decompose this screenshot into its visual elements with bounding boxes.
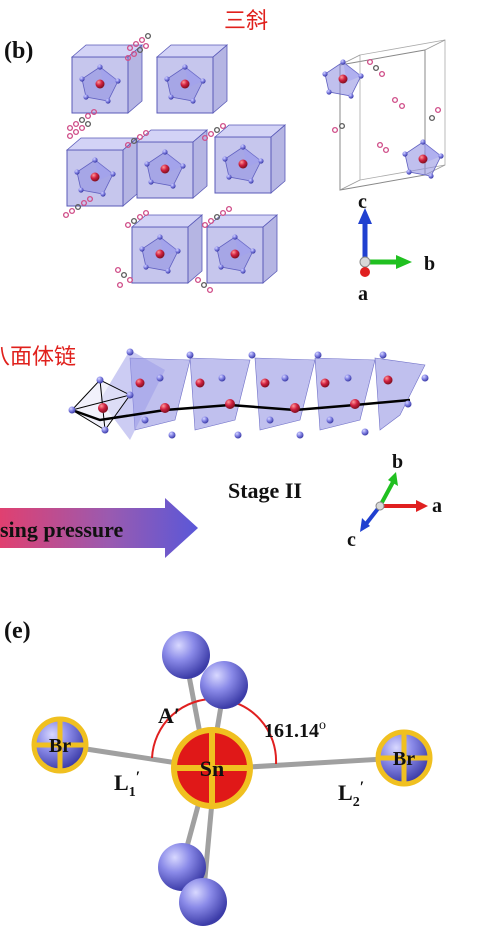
- axis-stage-c-label: c: [347, 529, 356, 551]
- axis-b-a-label: a: [358, 283, 368, 305]
- br-right-atom: Br: [375, 729, 433, 787]
- sn-center-atom: Sn: [171, 727, 253, 809]
- octahedra-block: [205, 214, 279, 284]
- octahedra-block: [130, 214, 204, 284]
- octahedra-block: [213, 124, 287, 194]
- angle-label: A′: [158, 703, 180, 728]
- pressure-arrow-label: sing pressure: [0, 517, 124, 542]
- br-left-label: Br: [49, 735, 71, 757]
- bond-left-main: L: [114, 770, 129, 795]
- sn-label: Sn: [200, 756, 224, 781]
- panel-e-label: (e): [4, 618, 31, 644]
- crystal-packing-illustration: [62, 32, 287, 294]
- chain-sn-atoms: [98, 375, 393, 413]
- octahedra-block: [70, 44, 144, 114]
- axes-stage: b a c: [347, 451, 442, 551]
- chain-br-atoms: [68, 348, 429, 439]
- octahedra-block: [65, 137, 139, 207]
- angle-value: 161.14o: [264, 718, 326, 742]
- bond-left-sub: 1: [129, 785, 136, 800]
- top-title: 三斜: [224, 9, 268, 34]
- chain-label: 八面体链: [0, 345, 76, 370]
- angle-value-unit: o: [319, 718, 326, 733]
- sn-coordination-diagram: Br Br Sn A′ 161.14o L1′ L2′: [31, 631, 433, 926]
- bond-right-sub: 2: [353, 795, 360, 810]
- panel-b-label: (b): [4, 38, 33, 64]
- axis-stage-a-label: a: [432, 495, 442, 517]
- octahedral-chain-illustration: [68, 348, 429, 440]
- axis-b-c-label: c: [358, 191, 367, 213]
- br-apical-atom: [162, 631, 210, 679]
- bond-left-prime: ′: [136, 769, 141, 786]
- br-apical-atom: [158, 843, 206, 891]
- axis-b-b-label: b: [424, 253, 435, 275]
- axis-stage-b-label: b: [392, 451, 403, 473]
- bond-left-label: L1′: [114, 769, 140, 800]
- axes-b: c b a: [358, 191, 435, 305]
- angle-value-number: 161.14: [264, 720, 319, 742]
- br-apical-atom: [200, 661, 248, 709]
- pressure-arrow: sing pressure: [0, 498, 198, 558]
- bond-right-main: L: [338, 780, 353, 805]
- bond-right-label: L2′: [338, 779, 364, 810]
- br-left-atom: Br: [31, 716, 89, 774]
- bond-right-prime: ′: [360, 779, 365, 796]
- br-apical-atom: [179, 878, 227, 926]
- unit-cell-illustration: [321, 39, 446, 191]
- br-right-label: Br: [393, 748, 415, 770]
- octahedra-block: [155, 44, 229, 114]
- octahedra-block: [135, 129, 209, 199]
- stage-label: Stage II: [228, 478, 302, 503]
